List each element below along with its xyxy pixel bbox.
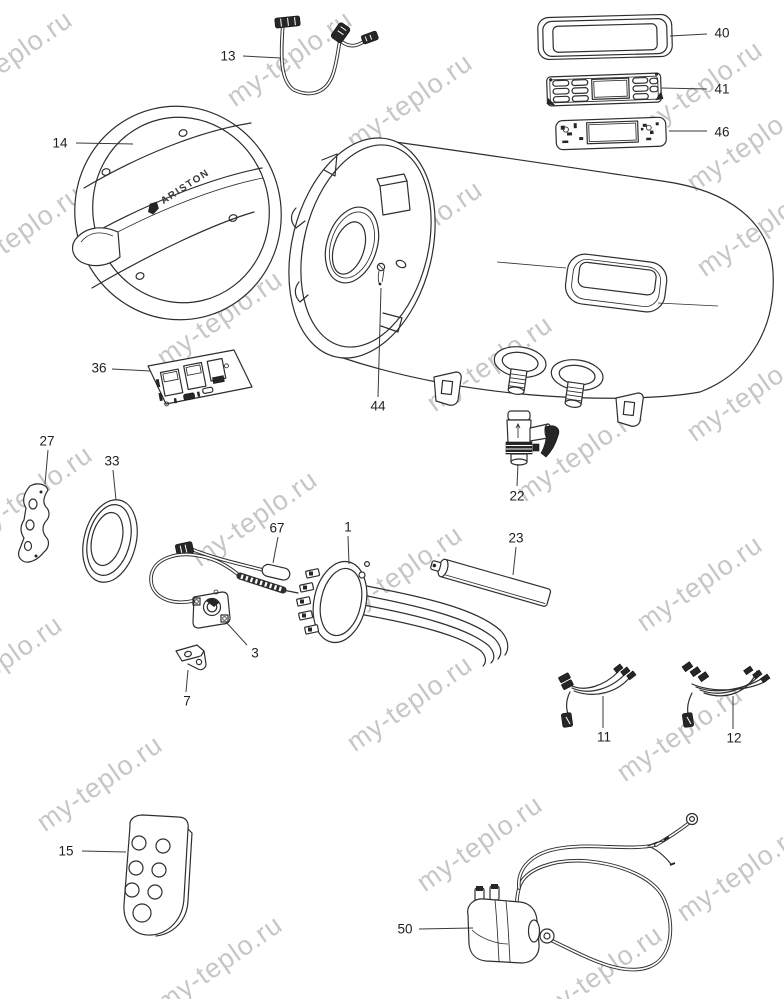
part-11-harness-drawing [558,663,637,728]
part-46-pcb-drawing [555,116,667,151]
leader-lines [44,33,734,930]
part-22-valve-drawing [505,410,560,466]
button-pills [552,76,659,103]
part-12-harness-drawing [681,661,771,728]
handle-recess [564,253,668,313]
pcb-components [560,122,659,144]
part-23-tube-drawing [430,558,552,607]
ring-terminal [685,812,699,826]
part-33-gasket-drawing [82,499,138,583]
part-36-pcb-drawing [147,349,253,407]
connector [330,22,351,43]
part-50-power-cord-drawing [467,812,699,972]
mounting-bracket [433,371,462,406]
part-1-heating-element-drawing [296,560,509,667]
part-3-thermostat-drawing [149,552,299,629]
part-15-remote-drawing [123,814,193,937]
part-7-bracket-drawing [175,644,207,671]
pipe-fitting [550,359,604,408]
ariston-diamond-icon [148,201,159,215]
valve-lever [540,425,560,458]
part-41-control-panel-drawing [546,72,664,107]
mounting-bracket [615,392,644,427]
cover-grip-tab [71,227,121,267]
part-14-front-cover-drawing: ARISTON [71,105,282,321]
part-67-sensor-drawing [174,541,291,581]
connector [274,15,301,29]
element-terminals [296,568,321,635]
tank-front-face [288,137,436,359]
tank-body-drawing [288,137,774,427]
pipe-fitting [493,346,547,395]
part-40-bezel-drawing [537,13,673,61]
plug-block [467,884,555,964]
part-27-bracket-drawing [18,483,50,563]
part-13-cable-drawing [274,15,379,96]
part-44-screw-drawing [376,259,407,286]
connector [361,30,379,45]
